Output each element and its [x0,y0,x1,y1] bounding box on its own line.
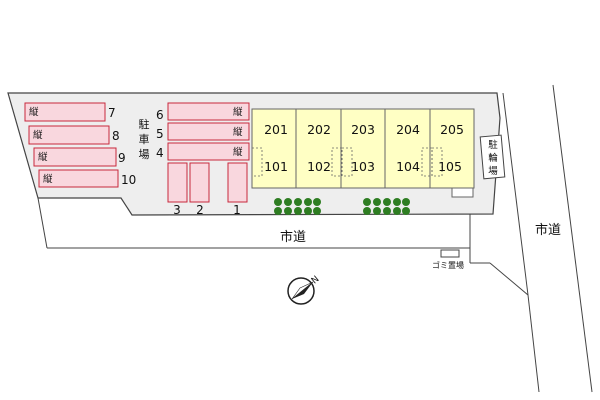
unit-201[interactable]: 201 [264,122,288,137]
parking-space-number: 8 [112,129,120,143]
parking-space[interactable]: 2 [189,162,210,217]
parking-space-number: 3 [173,203,181,217]
bicycle-parking[interactable]: 駐 輪 場 [479,134,506,180]
parking-space-number: 7 [108,106,116,120]
garbage-area-label: ゴミ置場 [432,260,464,270]
unit-205[interactable]: 205 [440,122,464,137]
parking-space[interactable]: 6 縦 [156,102,250,122]
vertical-parking-mark: 縦 [33,129,43,141]
unit-203[interactable]: 203 [351,122,375,137]
parking-space[interactable]: 1 [227,162,248,217]
svg-text:203: 203 [351,122,375,137]
bicycle-parking-char: 場 [488,165,498,177]
compass-letter: N [310,274,322,286]
tree-row-right [363,198,410,215]
parking-space[interactable]: 5 縦 [156,122,250,141]
parking-space-number: 2 [196,203,204,217]
vertical-parking-mark: 縦 [43,173,53,185]
bicycle-parking-char: 輪 [488,152,498,164]
unit-101[interactable]: 101 [264,159,288,174]
bicycle-parking-char: 駐 [488,139,498,151]
svg-text:105: 105 [438,159,462,174]
parking-space-number: 9 [118,151,126,165]
svg-text:205: 205 [440,122,464,137]
north-arrow-icon: N [287,274,322,305]
vertical-parking-mark: 縦 [233,106,243,118]
parking-space-number: 4 [156,146,164,160]
parking-space-number: 1 [233,203,241,217]
svg-text:駐: 駐 [139,117,150,131]
parking-space-number: 5 [156,127,164,141]
unit-202[interactable]: 202 [307,122,331,137]
svg-text:102: 102 [307,159,331,174]
svg-text:場: 場 [139,148,150,161]
unit-204[interactable]: 204 [396,122,420,137]
unit-102[interactable]: 102 [307,159,331,174]
south-road: 市道 [37,197,529,296]
parking-space-number: 10 [121,173,136,187]
vertical-parking-mark: 縦 [38,151,48,163]
parking-space[interactable]: 縦 10 [38,169,136,188]
svg-text:201: 201 [264,122,288,137]
svg-text:202: 202 [307,122,331,137]
svg-text:204: 204 [396,122,420,137]
svg-text:車: 車 [139,132,150,146]
parking-space-number: 6 [156,108,164,122]
vertical-parking-mark: 縦 [29,106,39,118]
unit-104[interactable]: 104 [396,159,420,174]
tree-row-left [274,198,321,215]
vertical-parking-mark: 縦 [233,146,243,158]
svg-text:104: 104 [396,159,420,174]
parking-label: 駐 車 場 [139,117,150,161]
left-parking: 縦 7 縦 8 縦 9 縦 10 [24,102,136,188]
parking-space[interactable]: 縦 8 [28,125,120,145]
parking-space[interactable]: 4 縦 [156,142,250,161]
garbage-area[interactable]: ゴミ置場 [432,249,464,270]
apartment-building: 201 202 203 204 205 101 102 103 104 105 [251,108,475,198]
south-road-label: 市道 [280,229,306,245]
svg-text:101: 101 [264,159,288,174]
svg-text:103: 103 [351,159,375,174]
east-road-label: 市道 [535,222,561,238]
unit-105[interactable]: 105 [438,159,462,174]
parking-space[interactable]: 3 [167,162,188,217]
center-parking-vertical: 6 縦 5 縦 4 縦 [156,102,250,161]
parking-space[interactable]: 縦 9 [33,147,126,167]
unit-103[interactable]: 103 [351,159,375,174]
east-road: 市道 [469,84,593,393]
parking-space[interactable]: 縦 7 [24,102,116,122]
vertical-parking-mark: 縦 [233,126,243,138]
center-parking-horizontal: 3 2 1 [167,162,248,217]
